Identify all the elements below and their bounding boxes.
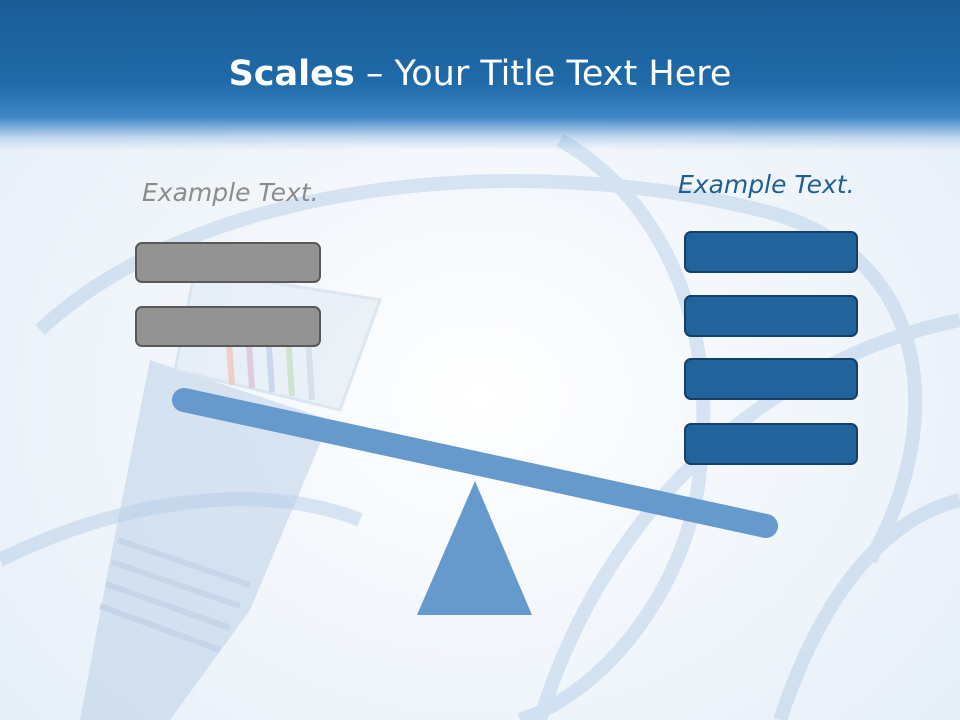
slide-title: Scales – Your Title Text Here [0, 52, 960, 96]
title-bold: Scales [228, 54, 355, 94]
right-box-3 [684, 358, 858, 400]
right-box-4 [684, 423, 858, 465]
seesaw-fulcrum [417, 481, 532, 615]
left-example-text: Example Text. [142, 178, 319, 207]
title-bar: Scales – Your Title Text Here [0, 0, 960, 150]
ethernet-plug-background [80, 268, 383, 720]
title-rest: – Your Title Text Here [354, 54, 732, 94]
cable-loops-background [0, 133, 960, 720]
left-box-1 [135, 242, 321, 283]
left-box-2 [135, 306, 321, 347]
seesaw-beam [172, 388, 778, 538]
right-example-text: Example Text. [678, 170, 855, 199]
right-box-1 [684, 231, 858, 273]
right-box-2 [684, 295, 858, 337]
